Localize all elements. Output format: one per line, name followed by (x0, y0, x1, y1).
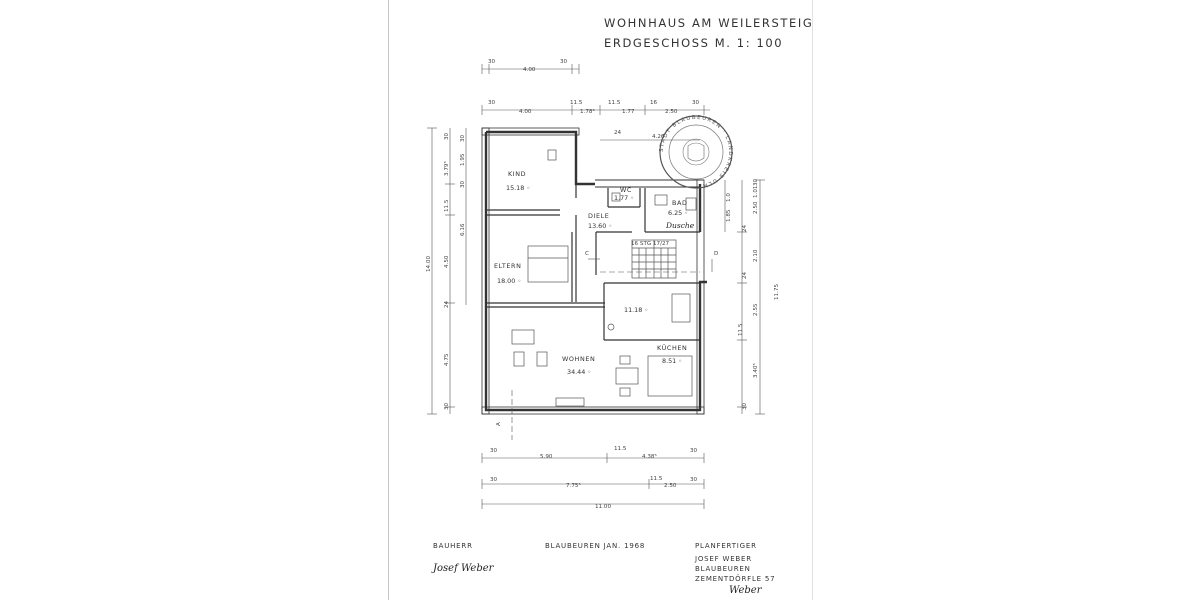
room-name: WOHNEN (562, 355, 595, 363)
kitchen-counter (647, 355, 693, 397)
dim-label: 2.50 (664, 483, 677, 489)
staircase (631, 239, 677, 279)
dim-label: 11.5 (444, 199, 450, 212)
wc-bowl (611, 192, 621, 202)
dim-label: 11.5 (738, 323, 744, 336)
planfertiger-signature: Weber (729, 585, 763, 596)
dim-label: 30 (444, 132, 450, 140)
dim-label: 30 (690, 477, 698, 483)
bathtub (685, 197, 697, 211)
stair-note: 16 STG 17/27 (631, 241, 670, 247)
section-mark-c: C (585, 251, 589, 257)
dim-label: 30 (444, 402, 450, 410)
dim-label: 16 (650, 100, 658, 106)
dim-label: 30 (753, 178, 759, 186)
dim-label: 1.95 (460, 153, 466, 166)
dim-label: 30 (488, 100, 496, 106)
furniture (511, 149, 697, 407)
dim-label: 11.5 (650, 476, 663, 482)
section-lines (511, 258, 713, 440)
room-area: 34.44 ◦ (567, 368, 591, 376)
dimension-lines (427, 64, 765, 509)
dim-label: 24 (742, 271, 748, 279)
dusche-note: Dusche (665, 221, 695, 230)
bed (527, 245, 569, 283)
dim-label: 6.16 (460, 223, 466, 236)
dim-label: 1.01 (753, 185, 759, 198)
section-mark-a: A (496, 422, 502, 426)
bauherr-signature: Josef Weber (431, 563, 495, 574)
dim-label: 30 (692, 100, 700, 106)
plan-subtitle: ERDGESCHOSS M. 1: 100 (604, 36, 783, 50)
dim-label: 24 (444, 300, 450, 308)
dim-label: 30 (690, 448, 698, 454)
dim-label: 5.90 (540, 454, 553, 460)
exterior-walls (481, 127, 707, 415)
dim-label: 7.75⁵ (566, 482, 581, 489)
table (511, 329, 535, 345)
dim-label: 4.00 (523, 67, 536, 73)
dim-label: 4.00 (519, 109, 532, 115)
room-name: KIND (508, 170, 526, 178)
room-name: KÜCHEN (657, 343, 687, 352)
room-name: ELTERN (494, 262, 521, 270)
room-area: 1.77 ◦ (614, 194, 634, 202)
sofa (555, 397, 585, 407)
dim-label: 30 (460, 134, 466, 142)
planfertiger-label: PLANFERTIGER (695, 542, 757, 550)
room-area: 6.25 ◦ (668, 209, 688, 217)
dim-label: 1.85 (726, 209, 732, 222)
dim-label: 4.75 (444, 353, 450, 366)
dim-label: 2.50 (753, 201, 759, 214)
dim-label: 30 (560, 59, 568, 65)
dim-label: 1.78⁵ (580, 108, 595, 115)
dimension-labels: 30 4.00 30 30 4.00 11.5 1.78⁵ 11.5 1.77 … (426, 59, 780, 510)
room-name: DIELE (588, 212, 609, 220)
dim-label: 30 (742, 402, 748, 410)
dim-label: 2.55 (753, 303, 759, 316)
planfertiger-address: ZEMENTDÖRFLE 57 (695, 574, 775, 583)
dim-label: 24 (614, 130, 622, 136)
dim-label: 30 (460, 180, 466, 188)
planfertiger-city: BLAUBEUREN (695, 565, 751, 573)
dim-label: 11.75 (774, 284, 780, 300)
room-area: 15.18 ◦ (506, 184, 530, 192)
dim-label: 1.77 (622, 109, 635, 115)
room-area: 18.00 ◦ (497, 277, 521, 285)
interior-walls (486, 184, 700, 341)
dim-label: 24 (742, 224, 748, 232)
room-name: BAD (672, 199, 687, 207)
dim-label: 2.50 (665, 109, 678, 115)
dim-label: 4.38⁵ (642, 453, 657, 460)
dim-label: 3.40⁵ (752, 363, 759, 378)
dim-label: 11.5 (570, 100, 583, 106)
dim-label: 30 (488, 59, 496, 65)
room-area: 8.51 ◦ (662, 357, 682, 365)
dim-label: 11.00 (595, 504, 611, 510)
bauherr-label: BAUHERR (433, 542, 473, 550)
dim-label: 30 (490, 448, 498, 454)
dim-label: 11.5 (614, 446, 627, 452)
room-area: 11.18 ◦ (624, 306, 648, 314)
room-name: WC (620, 186, 632, 194)
dim-label: 4.26 (652, 134, 665, 140)
room-labels: KIND 15.18 ◦ ELTERN 18.00 ◦ DIELE 13.60 … (494, 170, 688, 376)
place-date: BLAUBEUREN JAN. 1968 (545, 542, 645, 550)
plan-title: WOHNHAUS AM WEILERSTEIG (604, 16, 813, 30)
room-area: 13.60 ◦ (588, 222, 612, 230)
dim-label: 1.0 (726, 193, 732, 202)
dim-label: 3.79⁵ (443, 161, 450, 176)
planfertiger-name: JOSEF WEBER (694, 555, 752, 563)
dim-label: 30 (490, 477, 498, 483)
section-mark-d: D (714, 251, 718, 257)
dim-label: 14.00 (426, 256, 432, 272)
dim-label: 4.50 (444, 255, 450, 268)
dim-label: 11.5 (608, 100, 621, 106)
dim-label: 2.10 (753, 249, 759, 262)
official-stamp: STADT BLAUBEUREN · LANDKREIS ULM (659, 115, 733, 189)
